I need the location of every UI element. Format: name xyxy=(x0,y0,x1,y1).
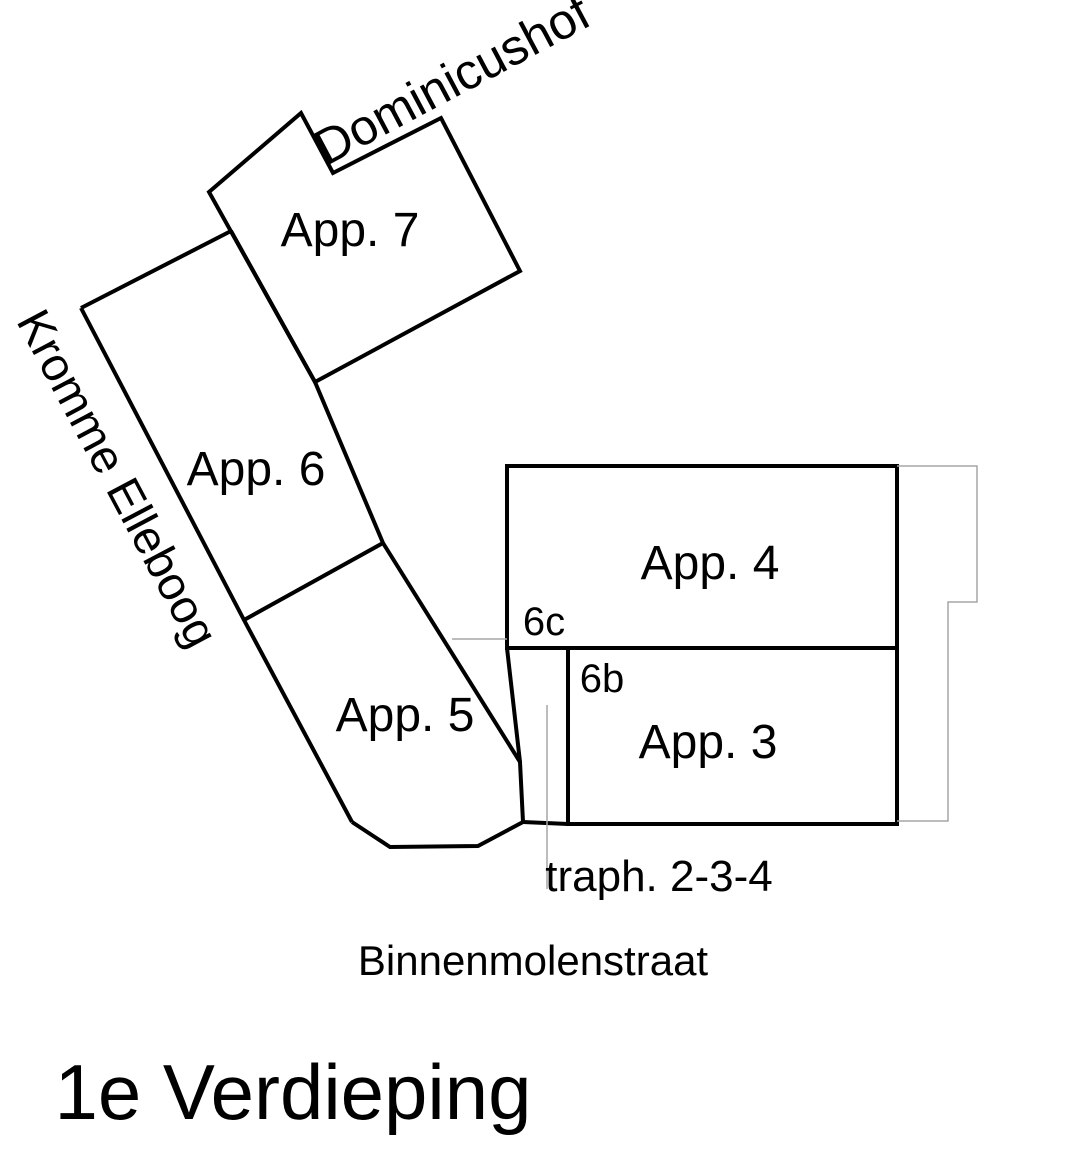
stairwell-traph-label: traph. 2-3-4 xyxy=(545,852,773,901)
stairwell-6c-left-edge xyxy=(505,647,522,763)
boundary-thin-step xyxy=(897,465,978,822)
app6-label: App. 6 xyxy=(186,443,326,496)
app4-label: App. 4 xyxy=(640,537,780,590)
app5-label: App. 5 xyxy=(335,689,475,742)
app5-bottom-chamfer xyxy=(350,820,524,850)
app7-label: App. 7 xyxy=(280,204,420,257)
stairwell-6c-bottom-edge xyxy=(522,820,569,826)
app3-label: App. 3 xyxy=(638,716,778,769)
app6-app5-divider xyxy=(243,541,384,622)
app3-outline xyxy=(566,646,899,826)
stairwell-6c-label: 6c xyxy=(522,600,566,644)
band-top-edge xyxy=(80,229,232,310)
band-outer-edge xyxy=(79,307,354,823)
page-title: 1e Verdieping xyxy=(54,1048,532,1136)
stairwell-6b-label: 6b xyxy=(579,657,625,701)
street-label-binnenmolenstraat: Binnenmolenstraat xyxy=(357,937,709,984)
